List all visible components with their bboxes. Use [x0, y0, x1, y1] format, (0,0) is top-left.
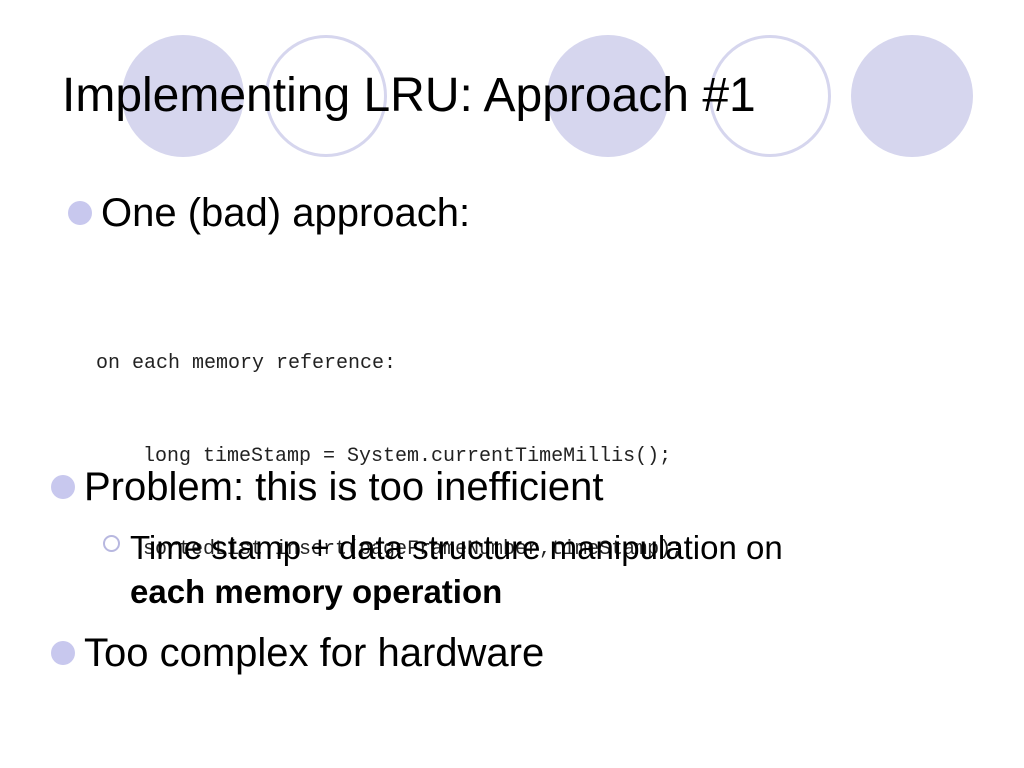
bullet-dot-icon [68, 201, 92, 225]
decorative-circle-icon [122, 35, 244, 157]
slide-title: Implementing LRU: Approach #1 [62, 69, 756, 122]
code-line: sortedList.insert(pageFrameNumber,timeSt… [143, 538, 684, 561]
bullet-dot-icon [51, 641, 75, 665]
decorative-circle-outline-icon [709, 35, 831, 157]
sub-bullet-text: Time stamp + data structure manipulation… [130, 529, 783, 566]
bullet-dot-icon [51, 475, 75, 499]
decorative-circle-icon [851, 35, 973, 157]
decorative-circle-icon [547, 35, 669, 157]
sub-bullet-text-block: Time stamp + data structure manipulation… [130, 526, 950, 614]
decorative-circle-outline-icon [265, 35, 387, 157]
code-block: on each memory reference: long timeStamp… [96, 286, 683, 627]
code-line: long timeStamp = System.currentTimeMilli… [143, 445, 672, 468]
bullet-text: One (bad) approach: [101, 191, 471, 235]
bullet-text: Too complex for hardware [84, 631, 545, 675]
bullet-text: Problem: this is too inefficient [84, 465, 604, 509]
sub-bullet-bold-text: each memory operation [130, 573, 503, 610]
hollow-bullet-icon [103, 535, 120, 552]
code-line: on each memory reference: [96, 352, 397, 375]
